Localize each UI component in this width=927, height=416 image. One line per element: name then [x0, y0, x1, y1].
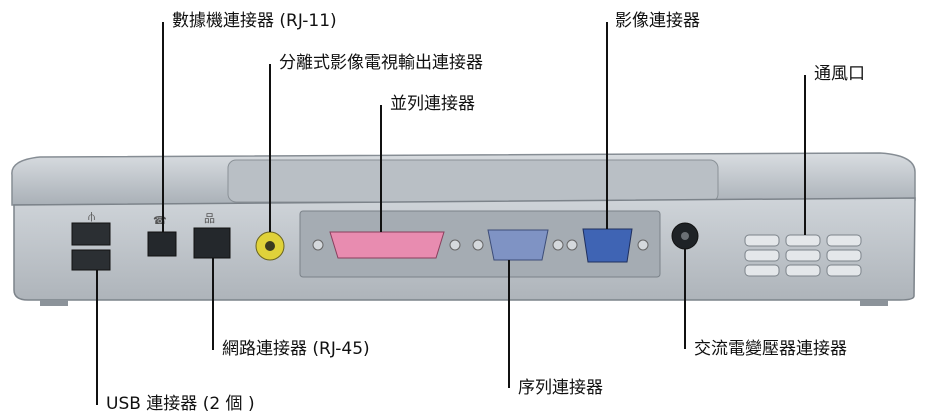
- usb-connector-label: USB 連接器 (2 個 ): [106, 394, 255, 414]
- usb-trident-icon: ⫛: [88, 209, 95, 223]
- svideo-connector-label: 分離式影像電視輸出連接器: [279, 53, 483, 73]
- usb-ports: ⫛: [71, 209, 111, 271]
- svideo-port: [255, 231, 285, 261]
- network-icon: 品: [204, 212, 215, 225]
- vent-leader: [804, 75, 806, 235]
- usb-leader: [96, 270, 98, 405]
- serial-connector-label: 序列連接器: [518, 378, 603, 398]
- video-leader: [606, 22, 608, 229]
- parallel-port: [312, 231, 461, 259]
- video-port: [566, 228, 649, 263]
- ac-adapter-leader: [684, 249, 686, 349]
- serial-port: [472, 229, 564, 261]
- parallel-connector-label: 並列連接器: [390, 94, 475, 114]
- modem-leader: [162, 22, 164, 232]
- serial-leader: [508, 260, 510, 388]
- network-jack: 品: [193, 212, 231, 259]
- video-connector-label: 影像連接器: [615, 11, 700, 31]
- phone-jack-icon: ☎: [153, 214, 167, 227]
- modem-connector-label: 數據機連接器 (RJ-11): [172, 11, 337, 31]
- vent-grille: [744, 234, 862, 277]
- ac-adapter-port: [671, 222, 699, 250]
- svideo-leader: [269, 64, 271, 232]
- network-connector-label: 網路連接器 (RJ-45): [222, 339, 370, 359]
- network-leader: [212, 258, 214, 350]
- parallel-leader: [380, 105, 382, 232]
- ac-adapter-connector-label: 交流電變壓器連接器: [694, 339, 847, 359]
- vent-label: 通風口: [814, 64, 865, 84]
